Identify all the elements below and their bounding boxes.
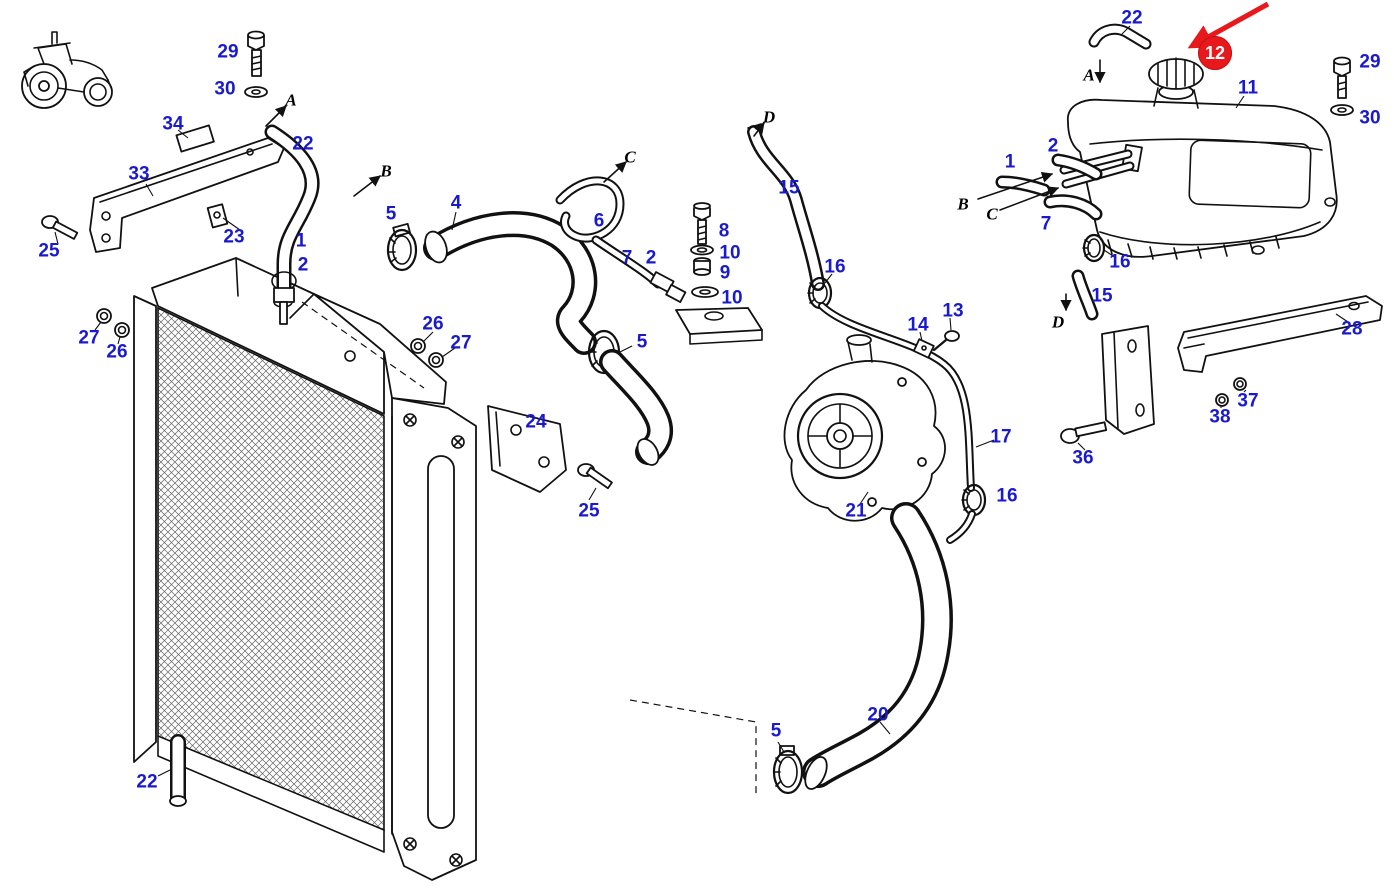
ref-arrow-a-left bbox=[265, 105, 287, 127]
bracket-24 bbox=[487, 405, 613, 501]
tractor-icon bbox=[21, 31, 113, 109]
clamp-16-right bbox=[1082, 233, 1106, 263]
water-pump bbox=[783, 334, 946, 522]
fitting-2b bbox=[665, 283, 687, 303]
plate-34 bbox=[175, 124, 215, 153]
bracket-36 bbox=[1060, 325, 1247, 451]
block-14 bbox=[912, 338, 935, 359]
frame-screws bbox=[403, 413, 465, 867]
bolt-29-right bbox=[1330, 56, 1354, 116]
nut-37 bbox=[1233, 377, 1247, 391]
bolt-29-left bbox=[244, 30, 268, 98]
nuts-26-27 bbox=[94, 308, 456, 368]
upper-hose-22 bbox=[264, 124, 320, 325]
hose-4-assembly bbox=[386, 211, 674, 466]
highlighted-part-badge[interactable]: 12 bbox=[1198, 36, 1232, 70]
bracket-33 bbox=[41, 124, 285, 253]
pump-pulley bbox=[796, 392, 884, 480]
ref-arrow-c bbox=[603, 161, 627, 183]
clamp-5-c bbox=[772, 745, 804, 795]
pipe-17 bbox=[818, 302, 995, 544]
ref-arrow-b-left bbox=[353, 175, 381, 197]
clip-23 bbox=[206, 203, 229, 229]
ref-arrow-b-right bbox=[977, 171, 1054, 200]
bolt-stack-8-9-10 bbox=[675, 202, 763, 345]
hose-15-center bbox=[747, 123, 833, 310]
clamp-5-a bbox=[386, 222, 418, 272]
fitting-1 bbox=[273, 287, 295, 303]
ref-arrow-c-right bbox=[999, 186, 1060, 211]
hose-20 bbox=[629, 502, 953, 795]
tank-cap-12 bbox=[1148, 57, 1204, 90]
bracket-28 bbox=[1177, 295, 1383, 373]
radiator bbox=[133, 257, 477, 881]
nut-38 bbox=[1215, 393, 1229, 407]
clamp-16-b bbox=[961, 483, 987, 517]
ref-arrow-d-left bbox=[753, 122, 765, 137]
expansion-tank bbox=[977, 23, 1354, 321]
hose-6 bbox=[555, 176, 687, 303]
tank-body-11 bbox=[1067, 98, 1338, 258]
bolt-13 bbox=[944, 330, 960, 342]
